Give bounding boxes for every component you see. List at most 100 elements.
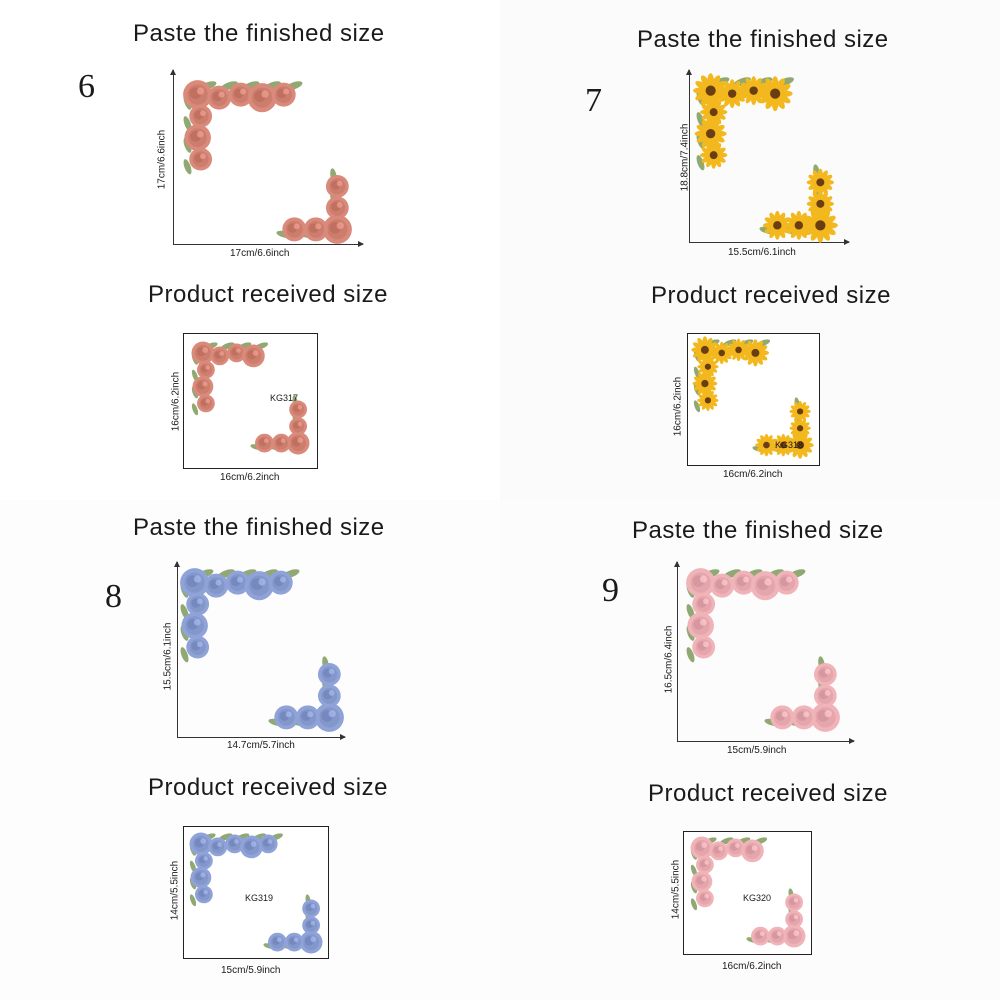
received-height-label: 16cm/6.2inch bbox=[170, 371, 182, 432]
leaf-icon bbox=[189, 894, 197, 907]
flower-icon bbox=[186, 592, 210, 616]
panel-8: Paste the finished size 8 15.5cm/6.1inch… bbox=[0, 500, 500, 1000]
leaf-icon bbox=[191, 403, 199, 416]
flower-icon bbox=[302, 916, 321, 935]
received-size-heading: Product received size bbox=[648, 780, 888, 807]
leaf-icon bbox=[686, 647, 695, 663]
flower-icon bbox=[325, 196, 349, 220]
height-axis bbox=[170, 69, 176, 245]
height-axis bbox=[686, 69, 692, 243]
sunflower-icon bbox=[697, 389, 719, 412]
flower-icon bbox=[687, 612, 714, 639]
finished-size-heading: Paste the finished size bbox=[637, 26, 889, 53]
pink-rose-corner-decal-finished bbox=[686, 568, 840, 732]
received-size-heading: Product received size bbox=[651, 282, 891, 309]
flower-icon bbox=[750, 571, 780, 601]
flower-icon bbox=[785, 893, 804, 912]
finished-height-label: 17cm/6.6inch bbox=[156, 129, 168, 190]
flower-icon bbox=[726, 838, 745, 858]
sunflower-icon bbox=[710, 341, 734, 365]
flower-icon bbox=[314, 702, 344, 732]
sunflower-icon bbox=[771, 433, 795, 457]
flower-icon bbox=[692, 635, 716, 659]
product-code: KG320 bbox=[743, 893, 772, 903]
flower-icon bbox=[731, 570, 756, 595]
flower-icon bbox=[695, 855, 714, 874]
product-code: KG318 bbox=[775, 440, 804, 450]
flower-icon bbox=[196, 360, 215, 379]
finished-size-heading: Paste the finished size bbox=[133, 514, 385, 541]
sunflower-icon bbox=[741, 339, 770, 367]
flower-icon bbox=[228, 82, 253, 107]
flower-icon bbox=[227, 343, 246, 363]
flower-icon bbox=[191, 341, 215, 365]
flower-icon bbox=[299, 930, 323, 954]
received-height-label: 14cm/5.5inch bbox=[670, 859, 682, 920]
flower-icon bbox=[695, 889, 714, 908]
sunflower-corner-decal-finished bbox=[693, 73, 838, 243]
finished-width-label: 17cm/6.6inch bbox=[230, 248, 290, 259]
sunflower-icon bbox=[806, 168, 835, 197]
received-width-label: 15cm/5.9inch bbox=[221, 965, 281, 976]
flower-icon bbox=[183, 80, 213, 110]
flower-icon bbox=[813, 684, 837, 708]
flower-icon bbox=[274, 705, 299, 730]
panel-number: 9 bbox=[602, 572, 619, 609]
blue-rose-corner-decal-received bbox=[189, 832, 323, 954]
received-size-heading: Product received size bbox=[148, 281, 388, 308]
flower-icon bbox=[785, 910, 804, 929]
panel-number: 6 bbox=[78, 68, 95, 105]
flower-icon bbox=[751, 926, 770, 946]
leaf-icon bbox=[693, 400, 701, 413]
sunflower-icon bbox=[699, 98, 728, 126]
leaf-icon bbox=[183, 159, 192, 175]
flower-icon bbox=[271, 82, 296, 107]
flower-icon bbox=[186, 635, 210, 659]
flower-icon bbox=[190, 867, 212, 888]
panel-7: Paste the finished size 7 18.8cm/7.4inch… bbox=[500, 0, 1000, 500]
received-width-label: 16cm/6.2inch bbox=[722, 961, 782, 972]
flower-icon bbox=[192, 376, 214, 397]
finished-size-heading: Paste the finished size bbox=[632, 517, 884, 544]
flower-icon bbox=[255, 433, 274, 453]
flower-icon bbox=[325, 174, 349, 198]
flower-icon bbox=[284, 932, 304, 952]
pink-rose-corner-decal-received bbox=[690, 836, 806, 948]
sunflower-icon bbox=[784, 210, 814, 240]
flower-icon bbox=[303, 217, 328, 242]
panel-9: Paste the finished size 9 16.5cm/6.4inch… bbox=[500, 500, 1000, 1000]
panel-number: 8 bbox=[105, 578, 122, 615]
product-code: KG317 bbox=[270, 393, 299, 403]
flower-icon bbox=[690, 836, 714, 860]
flower-icon bbox=[271, 433, 291, 453]
flower-icon bbox=[189, 104, 213, 128]
flower-icon bbox=[208, 837, 228, 857]
sunflower-icon bbox=[789, 417, 811, 439]
flower-icon bbox=[289, 417, 308, 436]
flower-icon bbox=[710, 573, 735, 598]
flower-icon bbox=[317, 684, 341, 708]
received-width-label: 16cm/6.2inch bbox=[220, 472, 280, 483]
received-size-heading: Product received size bbox=[148, 774, 388, 801]
sunflower-corner-decal-received bbox=[691, 336, 814, 459]
finished-width-label: 15cm/5.9inch bbox=[727, 745, 787, 756]
received-height-label: 16cm/6.2inch bbox=[672, 376, 684, 437]
flower-icon bbox=[286, 431, 310, 455]
peony-corner-decal-received bbox=[191, 341, 310, 455]
sunflower-icon bbox=[697, 356, 719, 378]
flower-icon bbox=[247, 83, 277, 113]
flower-icon bbox=[268, 570, 293, 595]
flower-icon bbox=[258, 834, 278, 854]
flower-icon bbox=[225, 570, 250, 595]
flower-icon bbox=[686, 568, 716, 598]
width-axis bbox=[177, 734, 346, 740]
flower-icon bbox=[295, 705, 320, 730]
flower-icon bbox=[810, 702, 840, 732]
flower-icon bbox=[189, 832, 213, 856]
flower-icon bbox=[210, 346, 230, 366]
flower-icon bbox=[240, 835, 263, 859]
sunflower-icon bbox=[789, 400, 811, 423]
leaf-icon bbox=[690, 898, 698, 911]
flower-icon bbox=[770, 705, 795, 730]
flower-icon bbox=[207, 85, 232, 110]
